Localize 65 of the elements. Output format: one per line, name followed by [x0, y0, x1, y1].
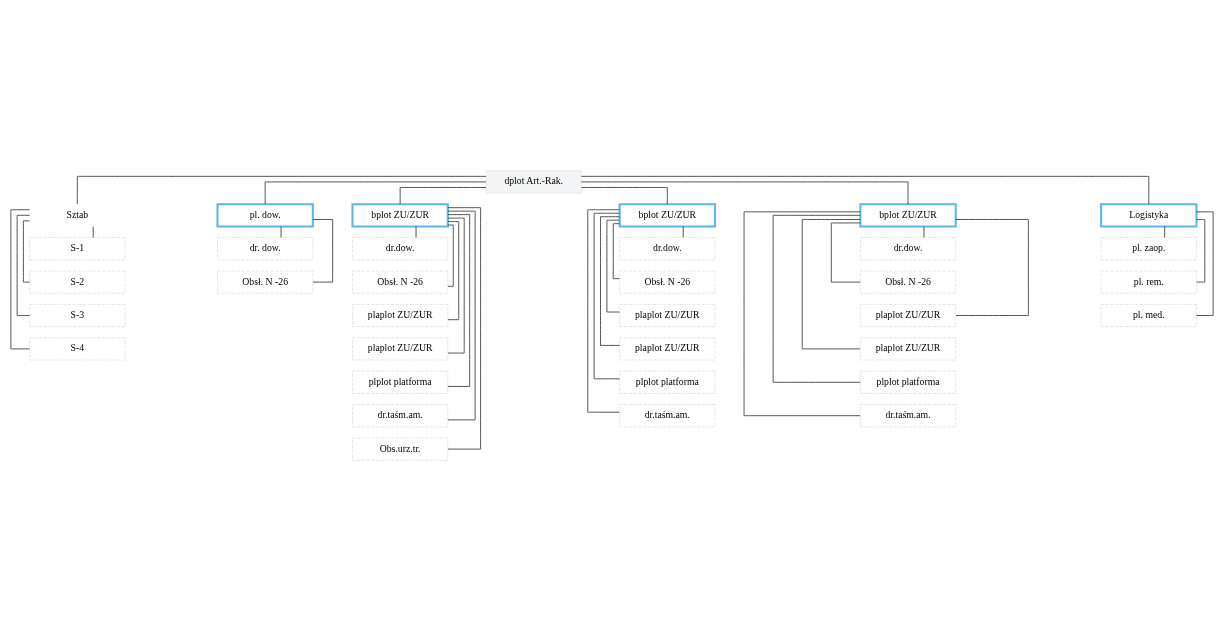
connector — [830, 222, 861, 282]
node-box: S-2 — [29, 270, 126, 294]
connector — [447, 210, 476, 420]
connector — [581, 175, 1150, 204]
node-box: pl. med. — [1100, 303, 1197, 327]
connector — [606, 219, 620, 312]
node-box: Obs.urz.tr. — [352, 437, 449, 461]
connector — [682, 225, 684, 238]
connector — [264, 181, 487, 204]
connector — [743, 210, 861, 416]
connector — [76, 175, 487, 204]
node-box: bplot ZU/ZUR — [859, 202, 957, 227]
node-box: dr. dow. — [217, 236, 314, 260]
node-box: pl. rem. — [1100, 270, 1197, 294]
node-box: dr.taśm.am. — [860, 403, 957, 427]
connector — [587, 208, 620, 413]
node-box: Obsł. N -26 — [860, 270, 957, 294]
connector — [955, 218, 1029, 316]
node-box: Obsł. N -26 — [352, 270, 449, 294]
node-box: plaplot ZU/ZUR — [860, 336, 957, 360]
node-box: bplot ZU/ZUR — [351, 202, 449, 227]
node-box: bplot ZU/ZUR — [618, 202, 716, 227]
connector — [447, 213, 471, 387]
node-box: plplot platforma — [619, 370, 716, 394]
connector — [772, 214, 861, 383]
connector — [312, 218, 334, 282]
node-box: plaplot ZU/ZUR — [619, 303, 716, 327]
connector — [447, 220, 460, 320]
node-box: Logistyka — [1100, 202, 1198, 227]
connector — [447, 217, 465, 353]
node-box: plaplot ZU/ZUR — [860, 303, 957, 327]
connector — [399, 186, 487, 204]
connector — [593, 212, 620, 379]
node-box: dplot Art.-Rak. — [485, 169, 582, 193]
connector — [92, 225, 94, 238]
connector — [612, 222, 620, 279]
node-box: plaplot ZU/ZUR — [619, 336, 716, 360]
connector — [16, 214, 30, 316]
node-box: Obsł. N -26 — [217, 270, 314, 294]
node-box: plaplot ZU/ZUR — [352, 336, 449, 360]
node-box: pl. dow. — [216, 202, 314, 227]
connector — [580, 186, 668, 204]
connector — [581, 181, 909, 204]
node-box: plplot platforma — [352, 370, 449, 394]
node-box: Obsł. N -26 — [619, 270, 716, 294]
node-box: plaplot ZU/ZUR — [352, 303, 449, 327]
connector — [447, 206, 481, 449]
connector — [600, 215, 620, 346]
node-box: dr.dow. — [352, 236, 449, 260]
connector — [10, 208, 30, 349]
node-box: dr.dow. — [860, 236, 957, 260]
node-box: S-4 — [29, 336, 126, 360]
node-box: plplot platforma — [860, 370, 957, 394]
node-box: S-3 — [29, 303, 126, 327]
connector — [1196, 218, 1206, 282]
connector — [447, 224, 454, 287]
node-box: dr.taśm.am. — [619, 403, 716, 427]
connector — [1164, 225, 1166, 238]
node-box: pl. zaop. — [1100, 236, 1197, 260]
node-box: dr.dow. — [619, 236, 716, 260]
node-box: dr.taśm.am. — [352, 403, 449, 427]
node-text: Sztab — [66, 208, 89, 220]
connector — [22, 219, 30, 282]
node-box: S-1 — [29, 236, 126, 260]
connector — [801, 218, 861, 349]
